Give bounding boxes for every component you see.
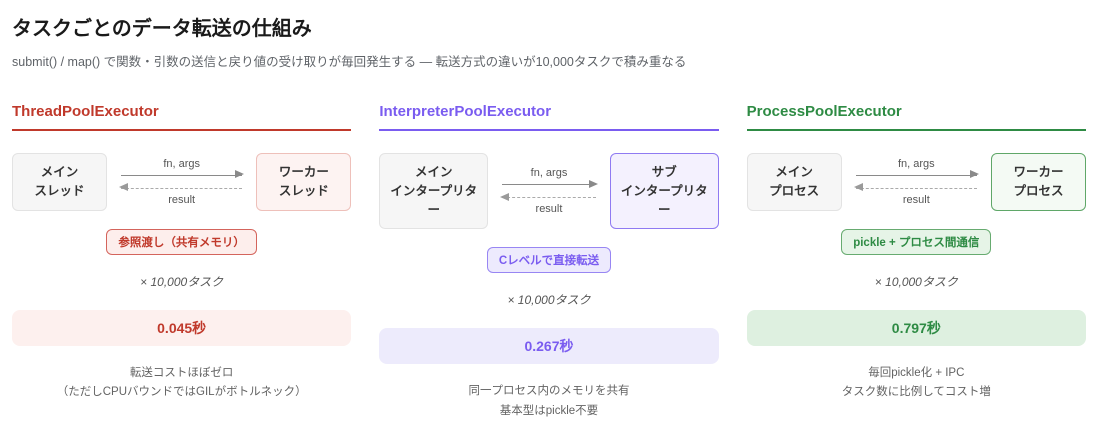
- arrow-area: fn, args result: [107, 158, 256, 206]
- response-arrow-label: result: [902, 193, 930, 206]
- column-interpreterpoolexecutor: InterpreterPoolExecutor メイン インタープリタ ー fn…: [379, 103, 719, 421]
- transfer-diagram: メイン プロセス fn, args result ワーカー プロセス: [746, 153, 1086, 211]
- transfer-diagram: メイン インタープリタ ー fn, args result サブ インタープリタ…: [379, 153, 719, 230]
- executor-comparison: ThreadPoolExecutor メイン スレッド fn, args res…: [12, 103, 1086, 421]
- arrow-right-solid-icon: [502, 179, 598, 188]
- column-title: ThreadPoolExecutor: [12, 103, 159, 120]
- worker-node-box: ワーカー プロセス: [990, 153, 1086, 211]
- accent-rule: [379, 129, 719, 131]
- main-node-box: メイン スレッド: [12, 153, 107, 211]
- column-processpoolexecutor: ProcessPoolExecutor メイン プロセス fn, args re…: [746, 103, 1086, 421]
- transfer-diagram: メイン スレッド fn, args result ワーカー スレッド: [12, 153, 352, 211]
- badge-row: pickle + プロセス間通信: [747, 228, 1086, 255]
- column-title: ProcessPoolExecutor: [746, 103, 902, 120]
- column-threadpoolexecutor: ThreadPoolExecutor メイン スレッド fn, args res…: [12, 103, 352, 421]
- accent-rule: [746, 129, 1086, 131]
- request-arrow-label: fn, args: [530, 167, 568, 180]
- worker-node-box: ワーカー スレッド: [256, 153, 352, 211]
- arrow-area: fn, args result: [488, 167, 610, 215]
- main-node-box: メイン インタープリタ ー: [379, 153, 489, 230]
- task-multiplier: × 10,000タスク: [874, 274, 958, 289]
- column-title: InterpreterPoolExecutor: [379, 103, 552, 120]
- page-title: タスクごとのデータ転送の仕組み: [12, 18, 312, 40]
- main-node-box: メイン プロセス: [746, 153, 842, 211]
- request-arrow-label: fn, args: [163, 157, 200, 170]
- task-multiplier: × 10,000タスク: [507, 293, 591, 308]
- transfer-method-badge: Cレベルで直接転送: [486, 247, 612, 274]
- column-note: 同一プロセス内のメモリを共有 基本型はpickle不要: [468, 385, 630, 417]
- arrow-right-solid-icon: [855, 170, 980, 179]
- column-note: 毎回pickle化 + IPC タスク数に比例してコスト増: [841, 366, 991, 399]
- arrow-left-dashed-icon: [853, 183, 977, 192]
- arrow-left-dashed-icon: [118, 183, 243, 192]
- response-arrow-label: result: [168, 193, 196, 206]
- page-subtitle: submit() / map() で関数・引数の送信と戻り値の受け取りが毎回発生…: [12, 55, 687, 69]
- transfer-method-badge: pickle + プロセス間通信: [841, 228, 992, 255]
- column-note: 転送コストほぼゼロ （ただしCPUバウンドではGILがボトルネック）: [56, 366, 307, 399]
- arrow-area: fn, args result: [842, 158, 991, 206]
- task-multiplier: × 10,000タスク: [140, 274, 224, 289]
- badge-row: Cレベルで直接転送: [379, 247, 718, 274]
- arrow-left-dashed-icon: [500, 192, 596, 201]
- time-result-bar: 0.045秒: [12, 309, 352, 346]
- time-result-bar: 0.267秒: [379, 328, 719, 365]
- response-arrow-label: result: [535, 203, 563, 216]
- time-result-bar: 0.797秒: [746, 309, 1086, 346]
- transfer-method-badge: 参照渡し（共有メモリ）: [106, 228, 257, 255]
- badge-row: 参照渡し（共有メモリ）: [12, 228, 351, 255]
- accent-rule: [12, 129, 352, 131]
- worker-node-box: サブ インタープリタ ー: [609, 153, 719, 230]
- request-arrow-label: fn, args: [897, 157, 935, 170]
- arrow-right-solid-icon: [121, 170, 245, 179]
